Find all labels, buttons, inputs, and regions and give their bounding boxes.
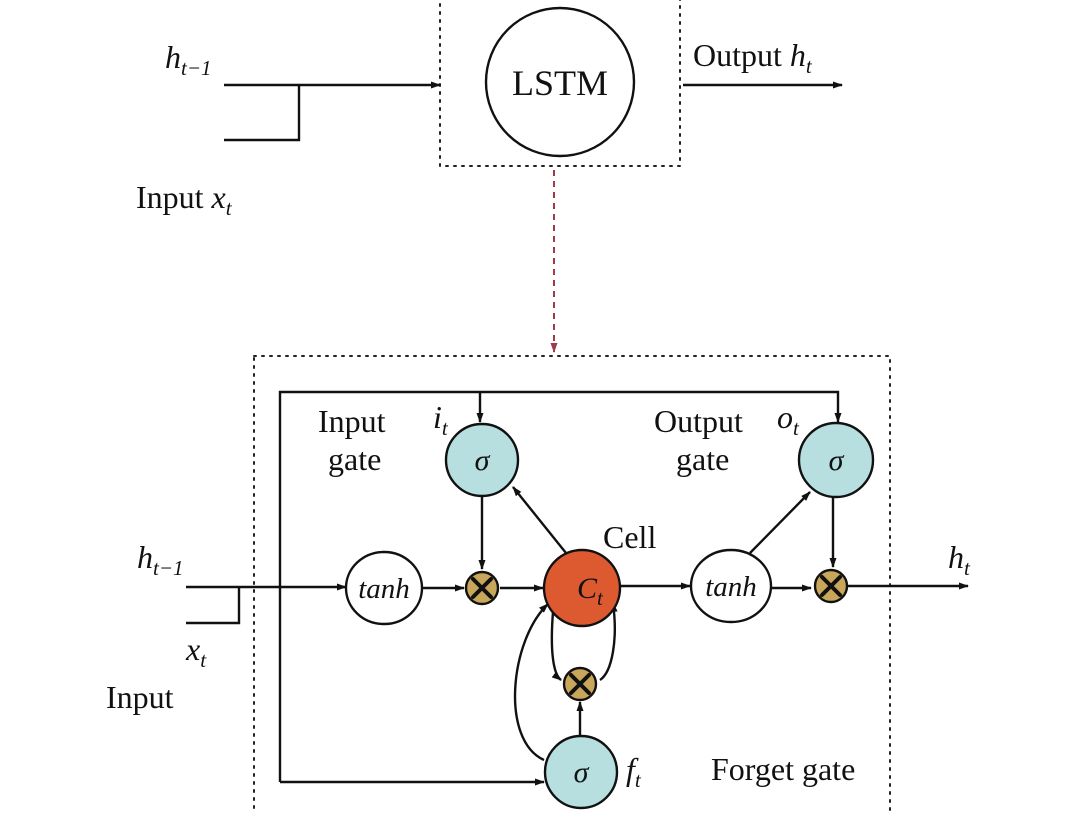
output-multiply-node bbox=[813, 568, 849, 604]
lstm-label: LSTM bbox=[512, 63, 608, 103]
output-gate-sigma bbox=[797, 421, 875, 499]
o-gate-var: ot bbox=[777, 399, 800, 440]
f-gate-var: ft bbox=[626, 751, 642, 792]
forget-gate-label: Forget gate bbox=[711, 751, 855, 787]
top-input-label: Input xt bbox=[136, 179, 233, 220]
tanh-right-label: tanh bbox=[705, 571, 757, 603]
tanh-left-node bbox=[344, 550, 424, 626]
cell-loop-left bbox=[550, 611, 562, 681]
input-gate-label-line1: Input bbox=[318, 403, 386, 439]
cell-x-label: xt bbox=[185, 631, 207, 672]
tanh-left-label: tanh bbox=[358, 573, 410, 605]
cell-h-out-label: ht bbox=[948, 539, 971, 580]
lstm-unit bbox=[484, 6, 636, 158]
tanh-to-output-sigma bbox=[749, 491, 811, 554]
cell-input-label: Input bbox=[106, 679, 174, 715]
tanh-right-node bbox=[689, 548, 773, 624]
top-h-prev-label: ht−1 bbox=[165, 39, 212, 80]
output-gate-sigma-symbol: σ bbox=[829, 444, 845, 477]
top-input-wire bbox=[224, 85, 301, 142]
forget-to-cell-arc bbox=[513, 603, 549, 762]
input-gate-label-line2: gate bbox=[328, 441, 381, 477]
output-gate-label-line1: Output bbox=[654, 403, 743, 439]
output-gate-label-line2: gate bbox=[676, 441, 729, 477]
x-input-wire bbox=[186, 587, 241, 625]
cell-to-input-sigma bbox=[512, 486, 567, 554]
lstm-overview: LSTM ht−1 Input xt Output ht bbox=[136, 0, 843, 220]
cell-h-prev-label: ht−1 bbox=[137, 539, 184, 580]
forget-gate-sigma-symbol: σ bbox=[574, 756, 590, 789]
lstm-cell-detail: σ σ σ tanh tanh Ct ht−1 xt Input ht Inpu… bbox=[106, 355, 971, 813]
cell-state-node bbox=[542, 548, 622, 628]
cell-label: Cell bbox=[603, 519, 656, 555]
cell-block-border bbox=[253, 355, 891, 813]
forget-gate-sigma bbox=[543, 734, 619, 810]
top-output-label: Output ht bbox=[693, 37, 813, 78]
i-gate-var: it bbox=[433, 399, 449, 440]
input-gate-sigma bbox=[444, 422, 520, 498]
lstm-block-border bbox=[439, 0, 681, 167]
input-gate-sigma-symbol: σ bbox=[475, 444, 491, 477]
cell-loop-right bbox=[599, 602, 618, 681]
input-multiply-node bbox=[464, 570, 500, 606]
cell-state-label: Ct bbox=[577, 572, 604, 610]
forget-multiply-node bbox=[562, 666, 598, 702]
